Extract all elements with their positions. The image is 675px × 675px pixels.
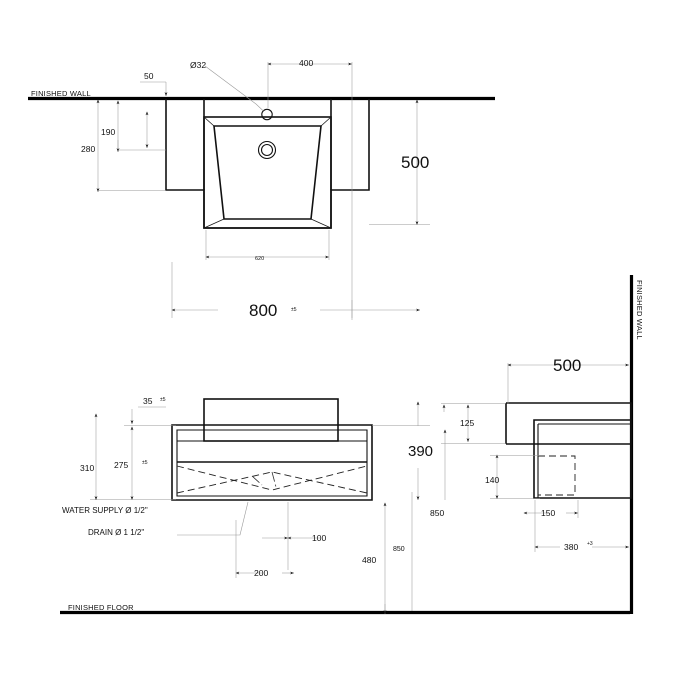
bowl-corner-tl <box>203 116 215 127</box>
dim-500-front-text: 500 <box>401 153 429 172</box>
water-supply-label: WATER SUPPLY Ø 1/2" <box>62 506 148 515</box>
dim-480-text: 480 <box>362 555 376 565</box>
bowl-corner-tr <box>320 116 332 127</box>
basin-outer-rect <box>203 116 332 229</box>
front-view-group: FINISHED WALL 50 190 280 Ø32 400 <box>28 58 495 320</box>
dim-125-text: 125 <box>460 418 474 428</box>
drain-label: DRAIN Ø 1 1/2" <box>88 528 144 537</box>
dim-390-text: 390 <box>408 443 433 460</box>
waste-outlet-inner-ring <box>260 143 274 157</box>
dim-400-text: 400 <box>299 58 313 68</box>
backsplash-block <box>203 398 339 442</box>
dim-100-text: 100 <box>312 533 326 543</box>
dim-800-tol-text: ±5 <box>291 307 297 313</box>
finished-wall-label-top: FINISHED WALL <box>31 89 91 98</box>
right-section-group: FINISHED WALL 500 125 <box>441 275 644 614</box>
bowl-hidden-taper-upper <box>176 471 368 494</box>
right-body-block <box>533 419 632 499</box>
dim-620-text: 620 <box>255 256 264 262</box>
dim-tap-hole-text: Ø32 <box>190 60 206 70</box>
finished-wall-label-right: FINISHED WALL <box>635 280 644 340</box>
dim-800-text: 800 <box>249 301 277 320</box>
bowl-corner-bl <box>203 218 225 229</box>
dim-850-inner-text: 850 <box>393 546 405 553</box>
dim-35-tol-text: ±5 <box>160 397 166 403</box>
dim-275-text: 275 <box>114 460 128 470</box>
basin-body-inner <box>176 429 368 497</box>
bowl-center-mark-a <box>251 475 263 486</box>
dim-310-text: 310 <box>80 463 94 473</box>
dim-850-outer-text: 850 <box>430 508 444 518</box>
bowl-center-mark-b <box>271 471 277 488</box>
counter-outline <box>165 99 370 229</box>
dim-50-text: 50 <box>144 71 154 81</box>
basin-inner-bowl <box>213 125 322 220</box>
dim-280-text: 280 <box>81 144 95 154</box>
finished-floor-label: FINISHED FLOOR <box>68 603 134 612</box>
dim-500-right-text: 500 <box>553 356 581 375</box>
dim-380-tol-text: +3 <box>587 541 593 547</box>
basin-body-outline <box>171 424 373 501</box>
dim-35-text: 35 <box>143 396 153 406</box>
tap-hole-circle <box>261 108 273 121</box>
dim-200-text: 200 <box>254 568 268 578</box>
waste-outlet-outer-ring <box>257 140 277 160</box>
dim-140-text: 140 <box>485 475 499 485</box>
tap-hole-leader <box>204 65 264 112</box>
dim-150-text: 150 <box>541 508 555 518</box>
pedestal-hidden-outline <box>538 455 576 496</box>
side-section-group: 35 ±5 275 ±5 310 390 WATER SUPPLY Ø 1/2"… <box>60 396 630 615</box>
bowl-corner-br <box>310 218 332 229</box>
dim-275-tol-text: ±5 <box>142 460 148 466</box>
dim-380-text: 380 <box>564 542 578 552</box>
drain-leader <box>177 501 249 536</box>
dim-190-text: 190 <box>101 127 115 137</box>
